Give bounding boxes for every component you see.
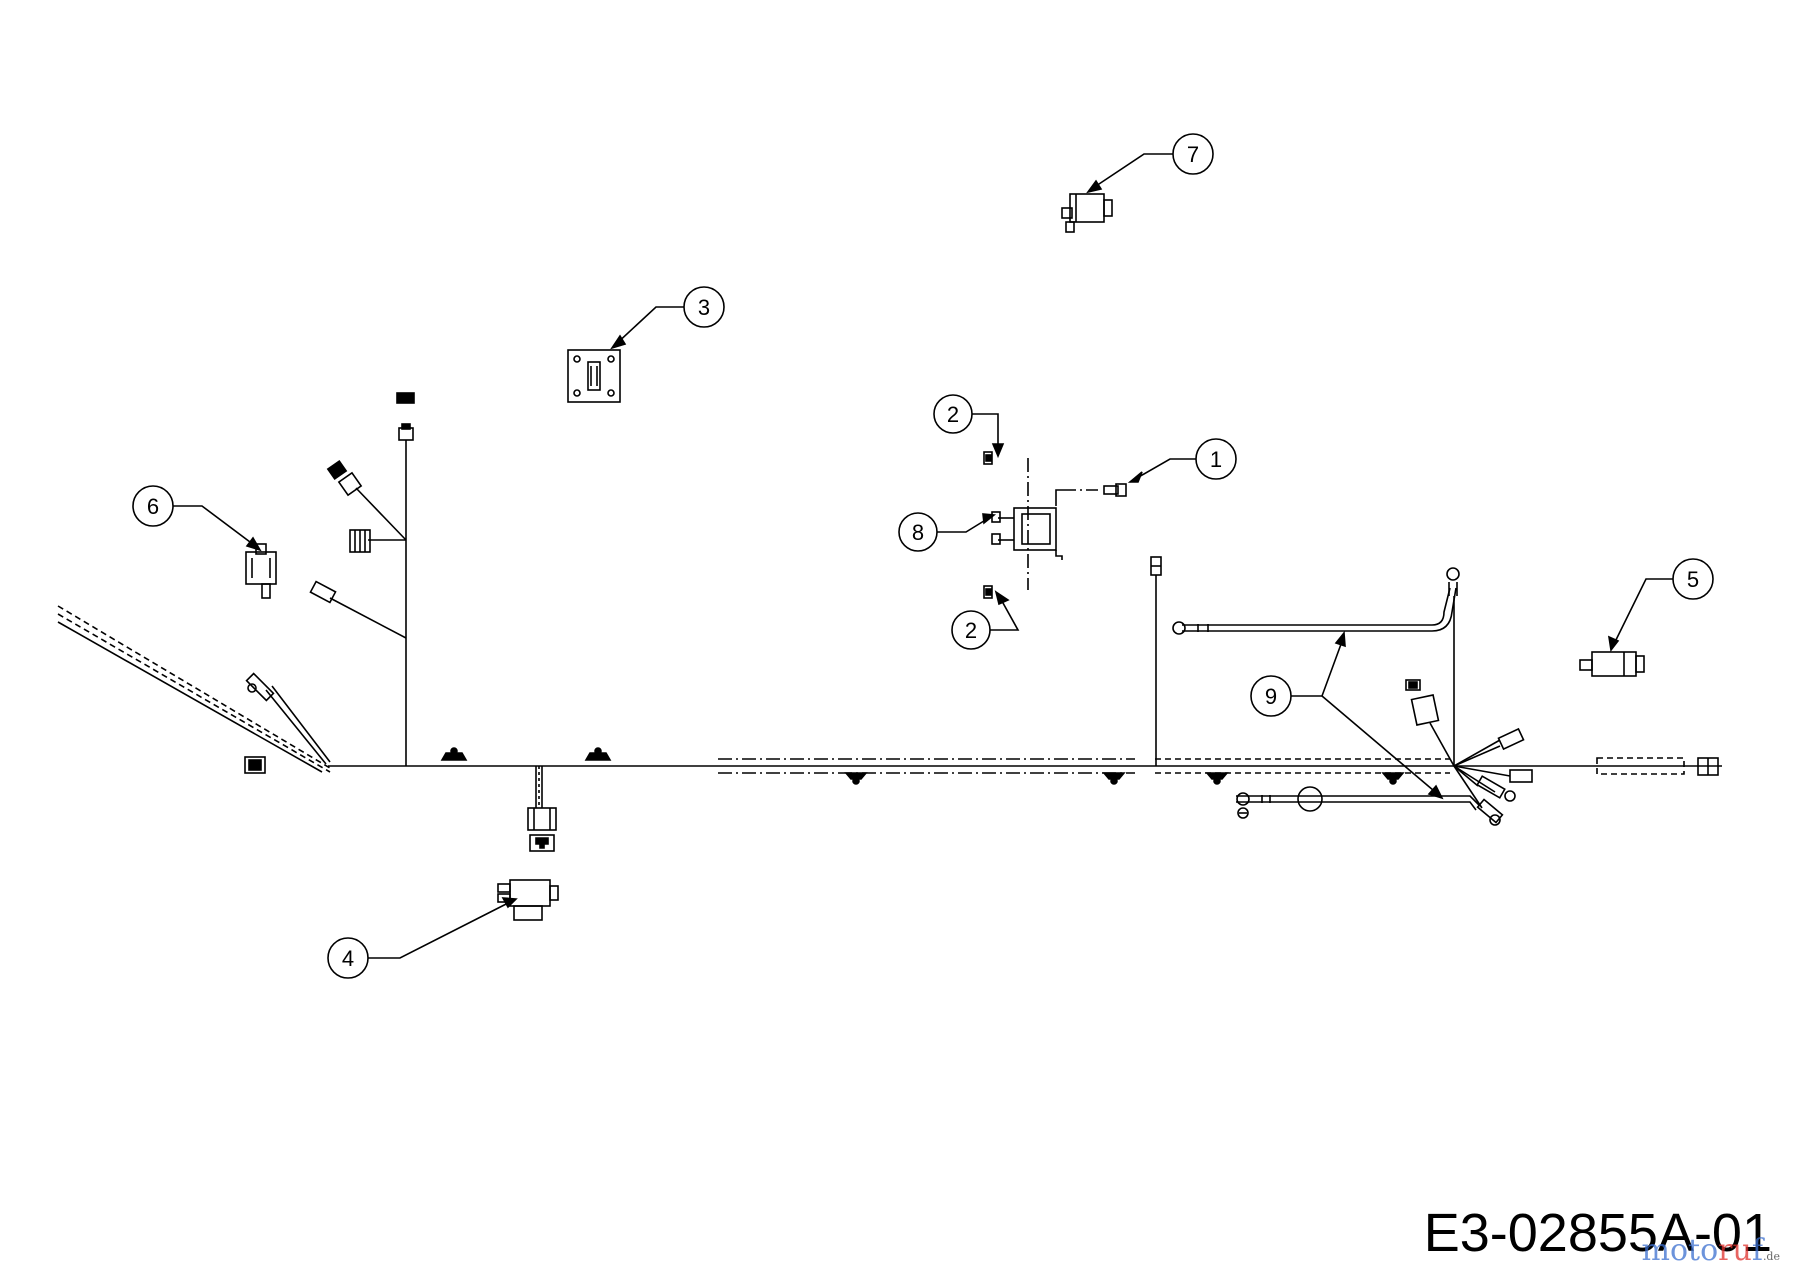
switch-top xyxy=(1061,193,1113,233)
callout-3: 3 xyxy=(683,286,725,328)
solenoid-assembly xyxy=(983,451,1127,599)
callout-4: 4 xyxy=(327,937,369,979)
callout-9-label: 9 xyxy=(1265,684,1277,709)
callout-2-upper-label: 2 xyxy=(947,402,959,427)
callout-8: 8 xyxy=(898,512,938,552)
callout-9: 9 xyxy=(1250,675,1292,717)
callout-7-label: 7 xyxy=(1187,142,1199,167)
callout-2-upper: 2 xyxy=(933,394,973,434)
watermark-part-2: ru xyxy=(1718,1233,1752,1268)
watermark-logo: motoruf.de xyxy=(1642,1233,1780,1268)
callout-2-lower-label: 2 xyxy=(965,618,977,643)
callout-1: 1 xyxy=(1195,438,1237,480)
main-harness xyxy=(57,605,1722,785)
left-branch xyxy=(244,392,415,774)
callout-6: 6 xyxy=(132,485,174,527)
watermark-tld: .de xyxy=(1762,1250,1780,1263)
callout-7: 7 xyxy=(1172,133,1214,175)
middle-branch xyxy=(1150,556,1162,766)
switch-plate xyxy=(567,349,621,403)
battery-cables xyxy=(1172,567,1533,826)
callout-2-lower: 2 xyxy=(951,610,991,650)
callout-3-label: 3 xyxy=(698,295,710,320)
watermark-part-1: moto xyxy=(1641,1233,1719,1268)
diagram-code: E3-02855A-01 xyxy=(1423,1203,1772,1263)
callout-5-label: 5 xyxy=(1687,567,1699,592)
callout-leaders xyxy=(172,153,1674,959)
switch-right xyxy=(1579,651,1645,677)
callout-6-label: 6 xyxy=(147,494,159,519)
callout-8-label: 8 xyxy=(912,520,924,545)
bottom-branch xyxy=(527,766,557,852)
callout-1-label: 1 xyxy=(1210,447,1222,472)
callout-4-label: 4 xyxy=(342,946,354,971)
switch-left xyxy=(245,543,277,599)
watermark-part-3: f xyxy=(1751,1233,1763,1268)
callout-5: 5 xyxy=(1672,558,1714,600)
